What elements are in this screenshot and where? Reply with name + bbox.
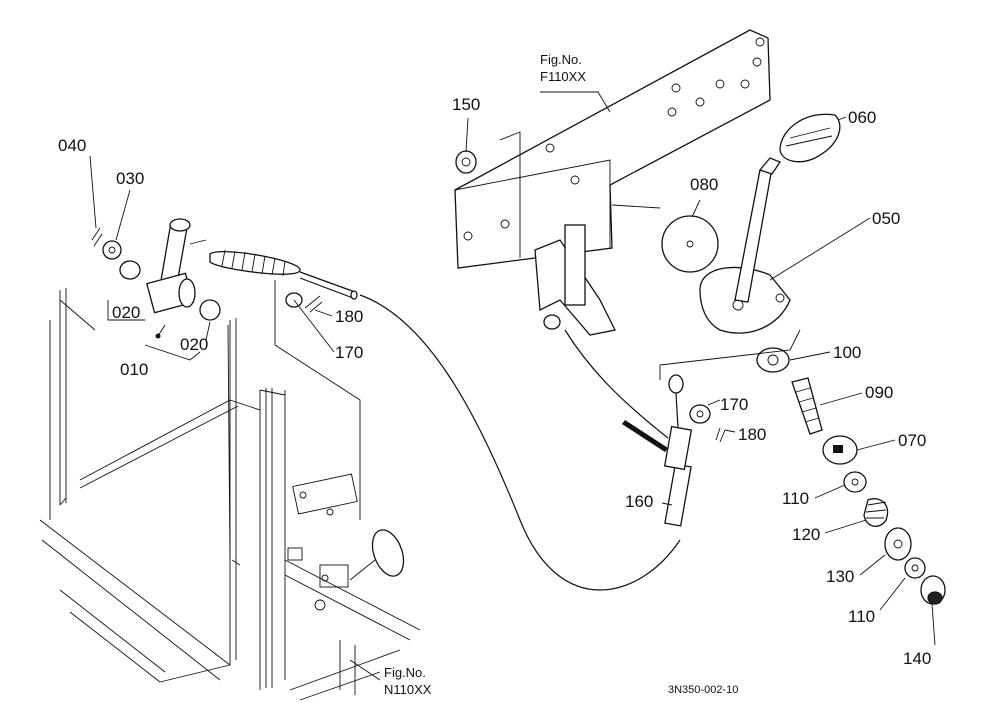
figure-reference-top-line1: Fig.No.	[540, 52, 582, 67]
callout-010: 010	[120, 360, 148, 379]
callout-020b: 020	[180, 335, 208, 354]
figure-reference-bottom-line2: N110XX	[384, 682, 432, 697]
figure-reference-top-line2: F110XX	[540, 69, 586, 84]
callout-070: 070	[898, 431, 926, 450]
figure-reference-bottom: Fig.No. N110XX	[384, 665, 432, 697]
leader-lines	[89, 91, 936, 681]
control-cable	[359, 294, 726, 591]
frame-structure	[39, 288, 421, 701]
callout-labels: 040 030 020 020 010 180 170 150 060 080 …	[58, 95, 931, 668]
figure-reference-top: Fig.No. F110XX	[540, 52, 586, 84]
shaft-stack	[756, 347, 946, 605]
callout-060: 060	[848, 108, 876, 127]
callout-080: 080	[690, 175, 718, 194]
callout-100: 100	[833, 343, 861, 362]
nut-150	[455, 150, 477, 174]
callout-050: 050	[872, 209, 900, 228]
callout-170a: 170	[335, 343, 363, 362]
callout-020a: 020	[112, 303, 140, 322]
callout-140: 140	[903, 649, 931, 668]
mounting-bracket	[454, 29, 771, 336]
lever-assembly	[91, 218, 358, 339]
disc-080	[661, 215, 719, 273]
callout-040: 040	[58, 136, 86, 155]
callout-170b: 170	[720, 395, 748, 414]
drawing-code: 3N350-002-10	[668, 684, 738, 696]
callout-030: 030	[116, 169, 144, 188]
callout-180b: 180	[738, 425, 766, 444]
figure-reference-bottom-line1: Fig.No.	[384, 665, 426, 680]
callout-130: 130	[826, 567, 854, 586]
callout-110a: 110	[782, 489, 809, 508]
cable-spring	[209, 249, 358, 300]
callout-090: 090	[865, 383, 893, 402]
callout-110b: 110	[848, 607, 875, 626]
callout-180a: 180	[335, 307, 363, 326]
callout-120: 120	[792, 525, 820, 544]
shift-lever	[699, 113, 841, 334]
callout-160: 160	[625, 492, 653, 511]
callout-150: 150	[452, 95, 480, 114]
